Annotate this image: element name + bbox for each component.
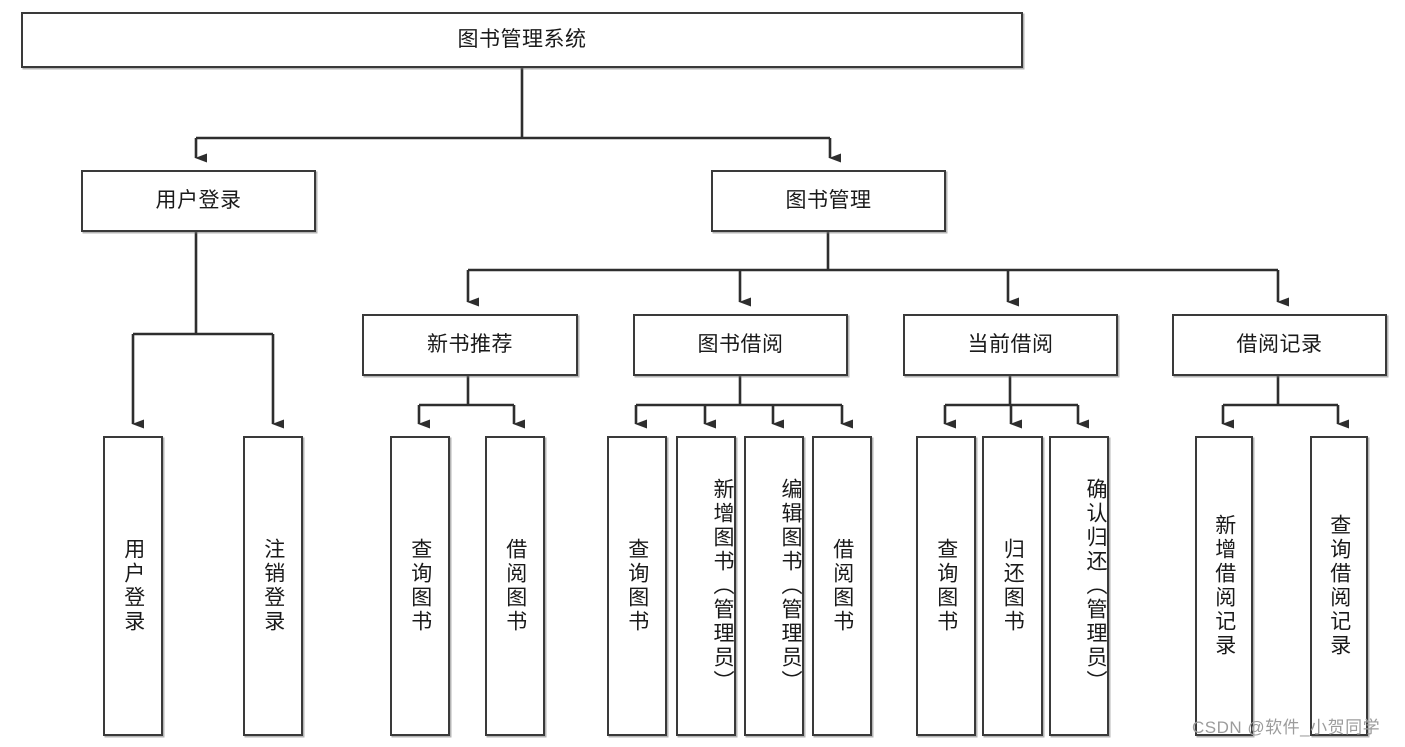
node-new-book-rec-label: 新书推荐 — [427, 333, 513, 357]
node-leaf-query-book-3[interactable]: 查询图书 — [916, 436, 976, 736]
node-leaf-query-record-label: 查询借阅记录 — [1327, 514, 1351, 658]
node-leaf-add-book-label: 新增图书（管理员） — [711, 478, 734, 694]
node-leaf-query-book-2[interactable]: 查询图书 — [607, 436, 667, 736]
node-leaf-query-book-3-label: 查询图书 — [934, 538, 958, 634]
node-borrow-record-label: 借阅记录 — [1236, 333, 1323, 357]
node-leaf-query-book-1-label: 查询图书 — [408, 538, 432, 634]
node-book-manage-label: 图书管理 — [785, 189, 872, 213]
node-book-manage[interactable]: 图书管理 — [711, 170, 946, 232]
node-leaf-return-book-label: 归还图书 — [1001, 538, 1025, 634]
node-leaf-confirm-return-label: 确认归还（管理员） — [1084, 478, 1107, 694]
node-leaf-user-logout[interactable]: 注销登录 — [243, 436, 303, 736]
node-new-book-rec[interactable]: 新书推荐 — [362, 314, 578, 376]
node-book-borrow[interactable]: 图书借阅 — [633, 314, 848, 376]
node-leaf-add-record[interactable]: 新增借阅记录 — [1195, 436, 1253, 736]
node-leaf-edit-book-label: 编辑图书（管理员） — [779, 478, 802, 694]
node-leaf-user-login-label: 用户登录 — [121, 538, 145, 634]
node-leaf-edit-book[interactable]: 编辑图书（管理员） — [744, 436, 804, 736]
node-leaf-user-logout-label: 注销登录 — [261, 538, 285, 634]
node-leaf-return-book[interactable]: 归还图书 — [982, 436, 1043, 736]
node-leaf-borrow-book-2-label: 借阅图书 — [830, 538, 854, 634]
node-leaf-borrow-book-1-label: 借阅图书 — [503, 538, 527, 634]
node-book-borrow-label: 图书借阅 — [697, 333, 784, 357]
node-leaf-add-book[interactable]: 新增图书（管理员） — [676, 436, 736, 736]
node-user-login-label: 用户登录 — [155, 189, 242, 213]
node-root-label: 图书管理系统 — [457, 28, 587, 52]
node-leaf-add-record-label: 新增借阅记录 — [1212, 514, 1236, 658]
node-leaf-borrow-book-2[interactable]: 借阅图书 — [812, 436, 872, 736]
watermark-text: CSDN @软件_小贺同学 — [1192, 718, 1381, 737]
node-leaf-borrow-book-1[interactable]: 借阅图书 — [485, 436, 545, 736]
node-current-borrow-label: 当前借阅 — [967, 333, 1054, 357]
node-root[interactable]: 图书管理系统 — [21, 12, 1023, 68]
node-borrow-record[interactable]: 借阅记录 — [1172, 314, 1387, 376]
node-leaf-query-book-1[interactable]: 查询图书 — [390, 436, 450, 736]
node-leaf-query-book-2-label: 查询图书 — [625, 538, 649, 634]
node-leaf-query-record[interactable]: 查询借阅记录 — [1310, 436, 1368, 736]
node-user-login[interactable]: 用户登录 — [81, 170, 316, 232]
node-leaf-confirm-return[interactable]: 确认归还（管理员） — [1049, 436, 1109, 736]
node-current-borrow[interactable]: 当前借阅 — [903, 314, 1118, 376]
node-leaf-user-login[interactable]: 用户登录 — [103, 436, 163, 736]
